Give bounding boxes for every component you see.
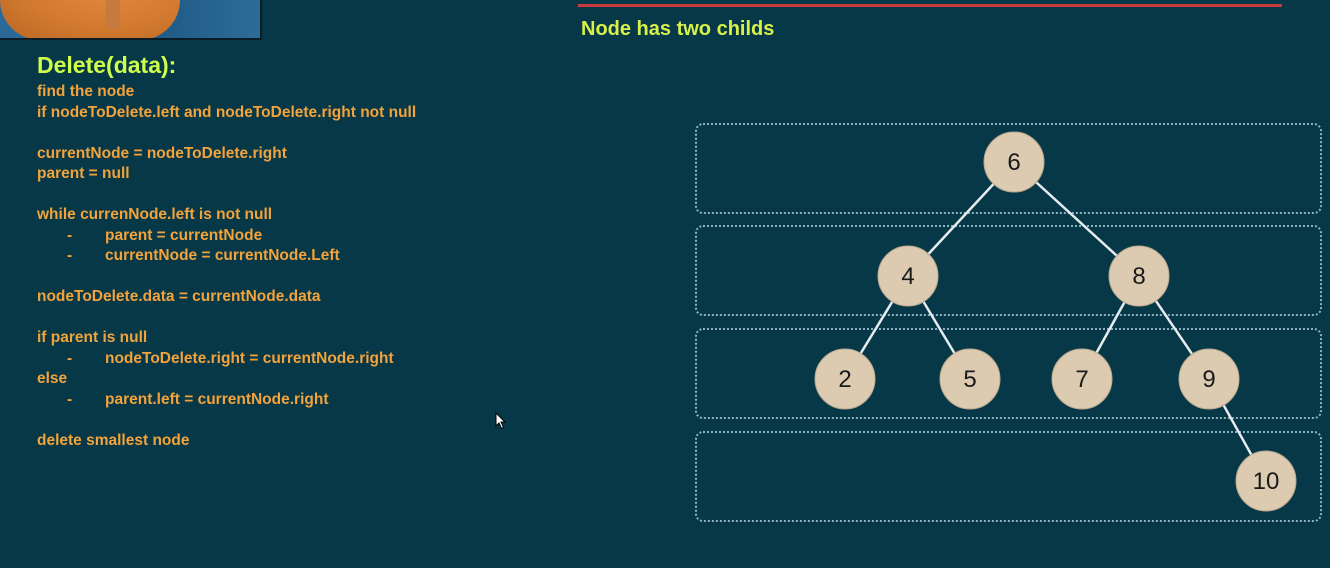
code-line-text: nodeToDelete.data = currentNode.data <box>37 288 321 305</box>
tree-node-10: 10 <box>1235 450 1297 512</box>
code-line: delete smallest node <box>37 431 517 452</box>
tree-node-7: 7 <box>1051 348 1113 410</box>
code-line: - currentNode = currentNode.Left <box>37 246 517 267</box>
mouse-cursor-icon <box>495 412 507 430</box>
pseudocode-title: Delete(data): <box>37 52 177 78</box>
code-line: currentNode = nodeToDelete.right <box>37 144 517 165</box>
code-line: - parent.left = currentNode.right <box>37 390 517 411</box>
tree-edge <box>1094 299 1127 356</box>
code-line-text: parent = null <box>37 165 130 182</box>
code-line-text: parent.left = currentNode.right <box>105 390 329 408</box>
tree-node-8: 8 <box>1108 245 1170 307</box>
code-line-text: if nodeToDelete.left and nodeToDelete.ri… <box>37 103 417 121</box>
code-bullet: - <box>67 226 73 244</box>
code-line-text: delete smallest node <box>37 431 190 449</box>
code-line-text: find the node <box>37 83 135 100</box>
tree-node-circle <box>1051 348 1113 410</box>
tree-level-box-3 <box>695 328 1322 419</box>
top-rule <box>578 4 1282 7</box>
tree-level-box-2 <box>695 225 1322 316</box>
code-line: if nodeToDelete.left and nodeToDelete.ri… <box>37 103 517 124</box>
code-line: parent = null <box>37 164 517 185</box>
code-line: if parent is null <box>37 328 517 349</box>
tree-node-label: 10 <box>1253 468 1280 495</box>
tree-node-6: 6 <box>983 131 1045 193</box>
code-line: while currenNode.left is not null <box>37 205 517 226</box>
tree-node-4: 4 <box>877 245 939 307</box>
tree-node-2: 2 <box>814 348 876 410</box>
tree-node-circle <box>1108 245 1170 307</box>
code-line-text: if parent is null <box>37 329 148 346</box>
tree-node-label: 9 <box>1202 366 1215 393</box>
tree-node-9: 9 <box>1178 348 1240 410</box>
tree-node-circle <box>814 348 876 410</box>
code-line: nodeToDelete.data = currentNode.data <box>37 287 517 308</box>
code-line-text: while currenNode.left is not null <box>37 206 273 223</box>
tree-node-circle <box>1235 450 1297 512</box>
code-line-text: parent = currentNode <box>105 226 263 244</box>
tree-node-label: 2 <box>838 366 851 393</box>
code-line-text: else <box>37 370 68 387</box>
code-line-text: currentNode = nodeToDelete.right <box>37 144 287 162</box>
code-line-text: currentNode = currentNode.Left <box>105 247 340 264</box>
tree-node-label: 6 <box>1007 149 1020 176</box>
tree-node-circle <box>877 245 939 307</box>
tree-edge <box>858 299 895 356</box>
tree-node-5: 5 <box>939 348 1001 410</box>
pseudocode-block: find the node if nodeToDelete.left and no… <box>37 82 517 451</box>
tree-level-box-1 <box>695 123 1322 214</box>
code-line: find the node <box>37 82 517 103</box>
tree-edge <box>921 299 957 356</box>
tree-node-label: 8 <box>1132 263 1145 290</box>
tree-edge <box>1033 179 1120 259</box>
presenter-shoulder <box>0 0 180 38</box>
tree-node-circle <box>1178 348 1240 410</box>
tree-edge <box>1153 298 1195 357</box>
tree-node-label: 5 <box>963 366 976 393</box>
code-line: else <box>37 369 517 390</box>
tree-edge <box>926 181 996 257</box>
code-line: - nodeToDelete.right = currentNode.right <box>37 349 517 370</box>
webcam-overlay <box>0 0 262 40</box>
tree-node-circle <box>939 348 1001 410</box>
tree-node-label: 7 <box>1075 366 1088 393</box>
code-bullet: - <box>67 247 73 264</box>
code-line: - parent = currentNode <box>37 226 517 247</box>
code-line-text: nodeToDelete.right = currentNode.right <box>105 349 394 367</box>
tree-level-box-4 <box>695 431 1322 522</box>
tree-node-circle <box>983 131 1045 193</box>
tree-node-label: 4 <box>901 263 914 290</box>
slide-heading: Node has two childs <box>581 18 775 40</box>
code-bullet: - <box>67 390 73 408</box>
tree-edge <box>1221 402 1254 458</box>
code-bullet: - <box>67 349 73 367</box>
